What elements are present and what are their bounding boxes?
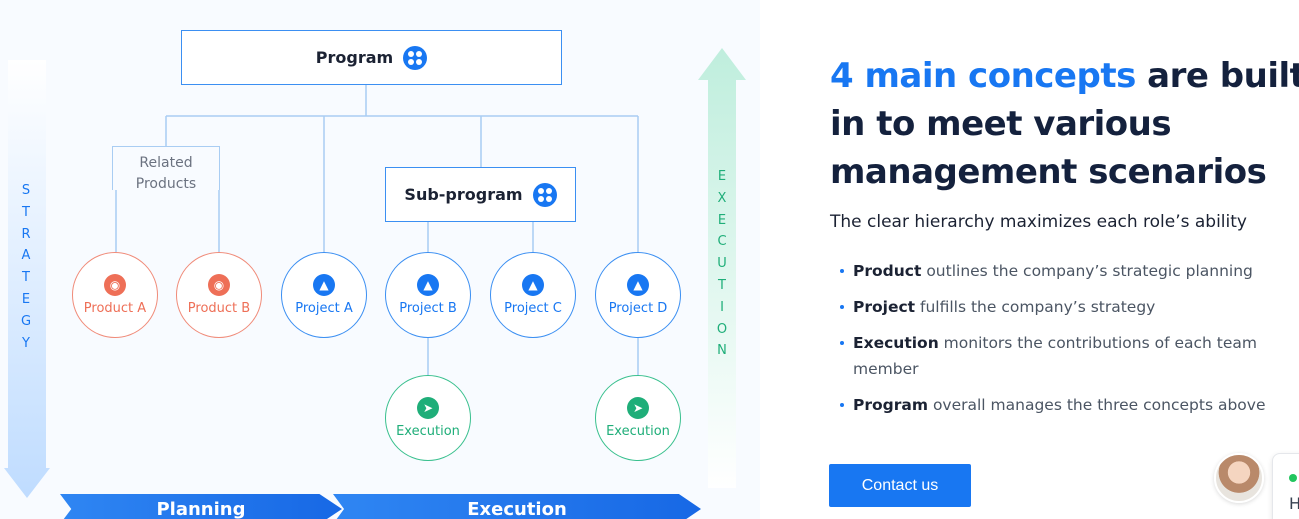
- node-label: Product A: [83, 301, 147, 316]
- headline-line3: management scenarios: [830, 152, 1267, 192]
- bullet-dot: [840, 305, 844, 309]
- strategy-letter: G: [20, 313, 32, 329]
- node-label: Project C: [504, 301, 562, 316]
- headline-line2: in to meet various: [830, 104, 1172, 144]
- bullet-dot: [840, 269, 844, 273]
- bullet-text: outlines the company’s strategic plannin…: [921, 262, 1253, 280]
- node-project-d: ▲ Project D: [595, 252, 681, 338]
- execution-letter: U: [717, 256, 727, 272]
- execution-letter: E: [717, 169, 727, 184]
- program-label: Program: [315, 48, 394, 67]
- list-item: Project fulfills the company’s strategy: [830, 294, 1299, 320]
- node-project-c: ▲ Project C: [490, 252, 576, 338]
- strategy-arrow: [4, 60, 50, 498]
- hierarchy-diagram: S T R A T E G Y E X E C U T I O N Progra…: [4, 30, 746, 519]
- subprogram-box: Sub-program: [385, 167, 576, 222]
- execution-letter: T: [718, 277, 726, 293]
- bullet-text: overall manages the three concepts above: [928, 396, 1266, 414]
- node-label: Project A: [295, 301, 353, 316]
- chat-greeting-partial: H: [1289, 494, 1299, 513]
- execution-letter: X: [717, 190, 727, 206]
- node-label: Project D: [608, 301, 668, 316]
- phase-execution-label: Execution: [467, 498, 567, 519]
- bullet-term: Project: [853, 298, 916, 316]
- online-status-dot: [1289, 474, 1297, 482]
- list-item: Product outlines the company’s strategic…: [830, 258, 1299, 284]
- bullet-term: Execution: [853, 334, 939, 352]
- execution-letter: C: [717, 234, 727, 250]
- bullet-dot: [840, 403, 844, 407]
- rocket-icon: ▲: [313, 274, 335, 296]
- strategy-letter: A: [21, 248, 31, 264]
- apps-grid-icon: [403, 45, 428, 70]
- contact-us-button[interactable]: Contact us: [829, 464, 971, 507]
- node-label: Execution: [396, 424, 460, 439]
- support-agent-avatar[interactable]: [1214, 453, 1264, 503]
- rocket-icon: ▲: [417, 274, 439, 296]
- execution-letter: I: [720, 299, 724, 315]
- node-label: Execution: [606, 424, 670, 439]
- apps-grid-icon: [532, 182, 557, 207]
- phase-planning-label: Planning: [156, 498, 246, 519]
- connector-lines: [4, 48, 746, 498]
- section-headline: 4 main concepts are built in to meet var…: [830, 52, 1299, 196]
- bullet-text: fulfills the company’s strategy: [915, 298, 1156, 316]
- related-products-label: Related Products: [112, 146, 220, 192]
- phase-execution: Execution: [333, 494, 701, 519]
- bullet-term: Product: [853, 262, 922, 280]
- strategy-letter: E: [21, 291, 31, 307]
- node-product-b: ◉ Product B: [176, 252, 262, 338]
- lightbulb-icon: ◉: [208, 274, 230, 296]
- concepts-section: 4 main concepts are built in to meet var…: [830, 52, 1299, 428]
- running-person-icon: ➤: [627, 397, 649, 419]
- execution-letter: E: [717, 212, 727, 228]
- execution-letter: N: [717, 343, 727, 359]
- strategy-label: S T R A T E G Y: [18, 180, 34, 354]
- program-box: Program: [181, 30, 562, 85]
- strategy-letter: Y: [22, 335, 30, 351]
- bullet-text: monitors the contributions of each team …: [853, 334, 1257, 378]
- lightbulb-icon: ◉: [104, 274, 126, 296]
- concept-list: Product outlines the company’s strategic…: [830, 258, 1299, 418]
- running-person-icon: ➤: [417, 397, 439, 419]
- headline-accent: 4 main concepts: [830, 56, 1136, 96]
- strategy-letter: T: [22, 270, 30, 286]
- execution-letter: O: [716, 321, 728, 337]
- execution-arrow: [698, 48, 746, 488]
- rocket-icon: ▲: [522, 274, 544, 296]
- node-label: Product B: [187, 301, 251, 316]
- node-label: Project B: [399, 301, 457, 316]
- node-product-a: ◉ Product A: [72, 252, 158, 338]
- list-item: Program overall manages the three concep…: [830, 392, 1299, 418]
- rocket-icon: ▲: [627, 274, 649, 296]
- strategy-letter: R: [21, 226, 31, 242]
- node-project-a: ▲ Project A: [281, 252, 367, 338]
- bullet-dot: [840, 341, 844, 345]
- node-project-b: ▲ Project B: [385, 252, 471, 338]
- chat-widget[interactable]: H: [1272, 453, 1299, 519]
- node-execution-2: ➤ Execution: [595, 375, 681, 461]
- list-item: Execution monitors the contributions of …: [830, 330, 1299, 382]
- strategy-letter: T: [22, 204, 30, 220]
- node-execution-1: ➤ Execution: [385, 375, 471, 461]
- phase-planning: Planning: [60, 494, 342, 519]
- section-subtitle: The clear hierarchy maximizes each role’…: [830, 212, 1247, 232]
- bullet-term: Program: [853, 396, 929, 414]
- headline-line1-rest: are built: [1135, 56, 1299, 96]
- strategy-letter: S: [21, 183, 31, 198]
- execution-vertical-label: E X E C U T I O N: [714, 166, 730, 362]
- subprogram-label: Sub-program: [404, 185, 523, 204]
